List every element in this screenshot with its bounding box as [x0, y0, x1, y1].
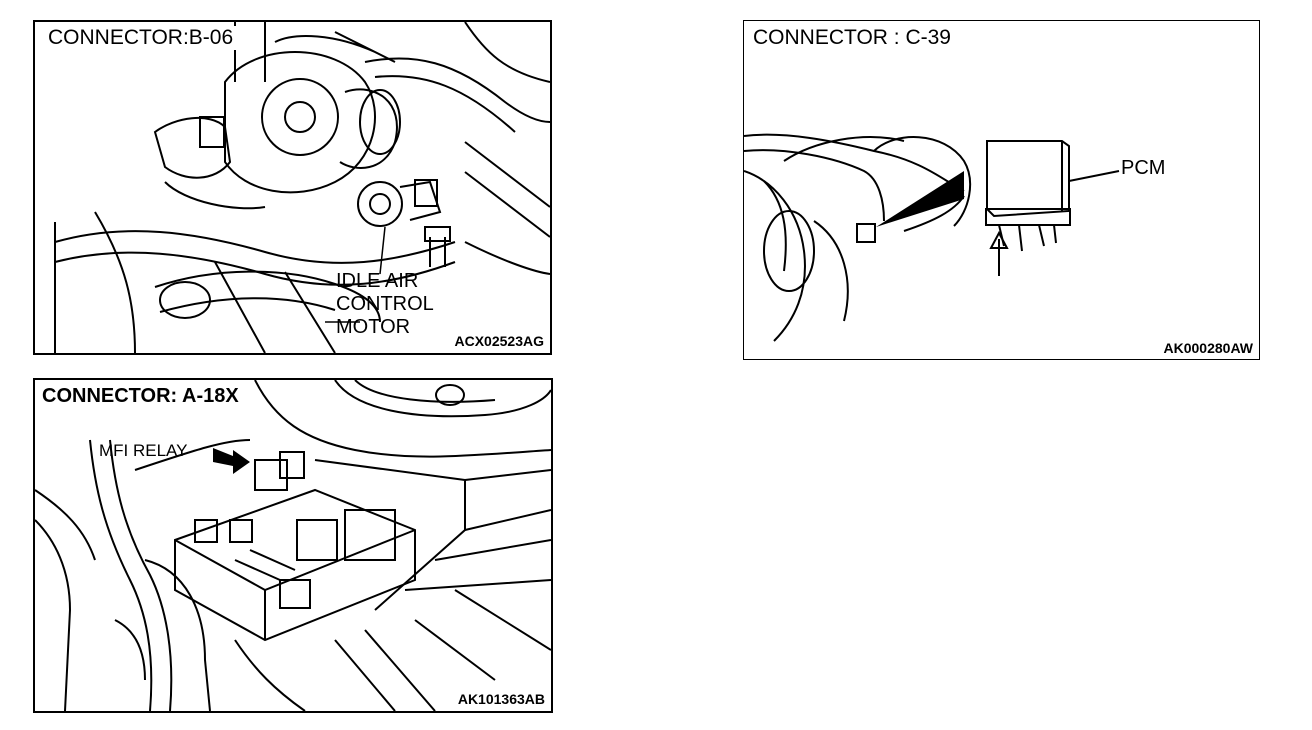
mfi-relay-label: MFI RELAY [99, 441, 188, 460]
connector-title-a18x: CONNECTOR: A-18X [39, 384, 242, 408]
figure-code-c39: AK000280AW [1161, 340, 1255, 356]
panel-connector-c39: CONNECTOR : C-39 PCM AK000280AW [743, 20, 1260, 360]
connector-title-c39: CONNECTOR : C-39 [750, 26, 954, 50]
figure-code-a18x: AK101363AB [455, 691, 547, 707]
figure-code-b06: ACX02523AG [452, 333, 546, 349]
idle-air-control-motor-label-line1: IDLE AIR [336, 270, 419, 292]
panel-connector-a18x: CONNECTOR: A-18X MFI RELAY AK101363AB [33, 378, 553, 713]
idle-air-control-motor-label-line2: CONTROL [336, 293, 434, 315]
pcm-label: PCM [1121, 157, 1166, 179]
relay-box-illustration [35, 380, 551, 711]
engine-bay-illustration-b06 [54, 22, 550, 353]
dashboard-pcm-illustration [744, 133, 1120, 342]
panel-connector-b06: CONNECTOR:B-06 IDLE AIR CONTROL MOTOR AC… [33, 20, 552, 355]
idle-air-control-motor-label-line3: MOTOR [336, 316, 411, 338]
connector-title-b06: CONNECTOR:B-06 [45, 26, 237, 50]
